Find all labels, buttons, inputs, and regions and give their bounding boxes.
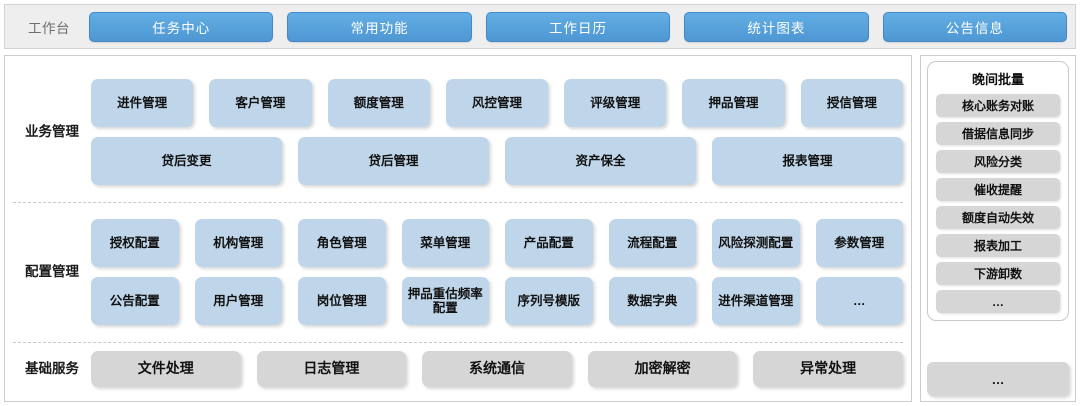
tile-process-config[interactable]: 流程配置 (608, 219, 696, 267)
tile-user-management[interactable]: 用户管理 (194, 277, 282, 325)
right-side-panel: 晚间批量 核心账务对账 借据信息同步 风险分类 催收提醒 额度自动失效 报表加工… (920, 55, 1076, 402)
batch-item-risk-classification[interactable]: 风险分类 (936, 150, 1060, 173)
tile-announcement-config[interactable]: 公告配置 (91, 277, 179, 325)
configuration-row-2: 公告配置 用户管理 岗位管理 押品重估频率配置 序列号模版 数据字典 进件渠道管… (91, 277, 903, 325)
tile-application-channel-management[interactable]: 进件渠道管理 (712, 277, 800, 325)
tile-risk-detection-config[interactable]: 风险探测配置 (712, 219, 800, 267)
tile-risk-control-management[interactable]: 风控管理 (445, 79, 549, 127)
tile-post-loan-change[interactable]: 贷后变更 (91, 137, 282, 185)
tile-product-config[interactable]: 产品配置 (505, 219, 593, 267)
section-configuration-management: 配置管理 授权配置 机构管理 角色管理 菜单管理 产品配置 流程配置 风险探测配… (13, 202, 903, 342)
section-divider-2 (13, 342, 903, 343)
tab-task-center[interactable]: 任务中心 (89, 11, 274, 42)
tile-role-management[interactable]: 角色管理 (298, 219, 386, 267)
tile-serial-number-template[interactable]: 序列号模版 (505, 277, 593, 325)
tab-common-functions[interactable]: 常用功能 (287, 11, 472, 42)
basic-services-row-1: 文件处理 日志管理 系统通信 加密解密 异常处理 (91, 350, 903, 387)
section-rows-basic-services: 文件处理 日志管理 系统通信 加密解密 异常处理 (91, 350, 903, 387)
tile-asset-preservation[interactable]: 资产保全 (505, 137, 696, 185)
tile-parameter-management[interactable]: 参数管理 (815, 219, 903, 267)
tile-post-loan-management[interactable]: 贷后管理 (298, 137, 489, 185)
section-basic-services: 基础服务 文件处理 日志管理 系统通信 加密解密 异常处理 (13, 342, 903, 395)
top-tab-list: 任务中心 常用功能 工作日历 统计图表 公告信息 (85, 11, 1068, 42)
section-rows-configuration: 授权配置 机构管理 角色管理 菜单管理 产品配置 流程配置 风险探测配置 参数管… (91, 219, 903, 325)
tab-announcements[interactable]: 公告信息 (882, 11, 1068, 42)
tile-customer-management[interactable]: 客户管理 (209, 79, 312, 127)
page-title: 工作台 (28, 20, 70, 36)
tile-credit-limit-management[interactable]: 额度管理 (327, 79, 430, 127)
tile-position-management[interactable]: 岗位管理 (298, 277, 386, 325)
tile-credit-granting-management[interactable]: 授信管理 (800, 79, 903, 127)
section-label-business: 业务管理 (25, 124, 79, 140)
tile-log-management[interactable]: 日志管理 (256, 350, 407, 387)
tile-organization-management[interactable]: 机构管理 (194, 219, 282, 267)
tile-collateral-management[interactable]: 押品管理 (682, 79, 785, 127)
tile-configuration-more[interactable]: … (815, 277, 903, 325)
batch-item-downstream-data-unload[interactable]: 下游卸数 (936, 262, 1060, 285)
business-row-2: 贷后变更 贷后管理 资产保全 报表管理 (91, 137, 903, 185)
batch-item-loan-note-info-sync[interactable]: 借据信息同步 (936, 122, 1060, 145)
module-map-panel: 业务管理 进件管理 客户管理 额度管理 风控管理 评级管理 押品管理 授信管理 … (4, 55, 912, 402)
tile-rating-management[interactable]: 评级管理 (564, 79, 667, 127)
batch-item-collection-reminder[interactable]: 催收提醒 (936, 178, 1060, 201)
tile-authorization-config[interactable]: 授权配置 (91, 219, 179, 267)
tile-file-processing[interactable]: 文件处理 (91, 350, 241, 387)
tab-statistics-chart[interactable]: 统计图表 (684, 11, 869, 42)
tile-exception-handling[interactable]: 异常处理 (753, 350, 903, 387)
section-business-management: 业务管理 进件管理 客户管理 额度管理 风控管理 评级管理 押品管理 授信管理 … (13, 62, 903, 202)
tile-menu-management[interactable]: 菜单管理 (401, 219, 489, 267)
batch-item-credit-limit-auto-expiry[interactable]: 额度自动失效 (936, 206, 1060, 229)
nightly-batch-group: 晚间批量 核心账务对账 借据信息同步 风险分类 催收提醒 额度自动失效 报表加工… (927, 61, 1069, 321)
top-navigation-bar: 工作台 任务中心 常用功能 工作日历 统计图表 公告信息 (4, 4, 1076, 49)
tile-report-management[interactable]: 报表管理 (712, 137, 903, 185)
batch-item-report-processing[interactable]: 报表加工 (936, 234, 1060, 257)
tile-system-communication[interactable]: 系统通信 (422, 350, 572, 387)
tab-work-calendar[interactable]: 工作日历 (485, 11, 671, 42)
right-panel-more-button[interactable]: … (927, 362, 1069, 396)
batch-item-more[interactable]: … (936, 290, 1060, 313)
batch-item-core-accounting-reconciliation[interactable]: 核心账务对账 (936, 94, 1060, 117)
body-container: 业务管理 进件管理 客户管理 额度管理 风控管理 评级管理 押品管理 授信管理 … (4, 55, 1076, 402)
section-label-basic-services: 基础服务 (25, 360, 79, 376)
configuration-row-1: 授权配置 机构管理 角色管理 菜单管理 产品配置 流程配置 风险探测配置 参数管… (91, 219, 903, 267)
section-divider-1 (13, 202, 903, 203)
business-row-1: 进件管理 客户管理 额度管理 风控管理 评级管理 押品管理 授信管理 (91, 79, 903, 127)
nightly-batch-title: 晚间批量 (971, 72, 1024, 87)
section-label-configuration: 配置管理 (25, 264, 79, 280)
section-rows-business: 进件管理 客户管理 额度管理 风控管理 评级管理 押品管理 授信管理 贷后变更 … (91, 79, 903, 185)
tile-application-management[interactable]: 进件管理 (91, 79, 194, 127)
tile-data-dictionary[interactable]: 数据字典 (608, 277, 696, 325)
tile-collateral-revaluation-frequency-config[interactable]: 押品重估频率配置 (401, 277, 489, 325)
tile-encryption-decryption[interactable]: 加密解密 (587, 350, 738, 387)
